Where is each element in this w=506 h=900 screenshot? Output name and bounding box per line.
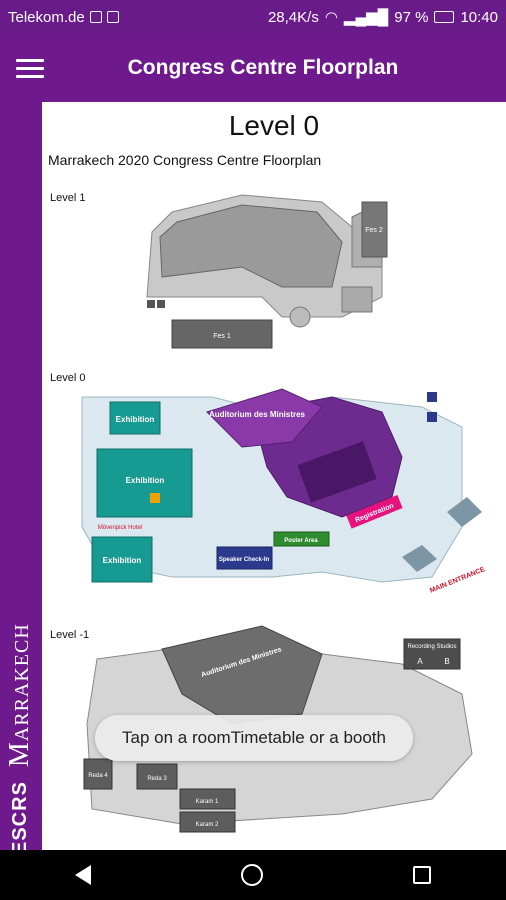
room-exhibition-3 [91, 536, 153, 583]
room-exhibition-1 [109, 401, 161, 435]
room-speaker-check-in [216, 546, 273, 570]
svg-text:Auditorium des Ministres: Auditorium des Ministres [209, 410, 306, 419]
room-reda-4 [83, 758, 113, 790]
menu-icon[interactable] [0, 34, 60, 102]
app-bar: Congress Centre Floorplan [0, 34, 506, 102]
home-icon[interactable] [241, 864, 263, 886]
level1-map: Fes 2 Fes 1 [146, 194, 388, 349]
side-banner [0, 102, 42, 850]
level0-label: Level 0 [50, 372, 86, 384]
signal-icon: ▂▄▆█ [343, 9, 389, 26]
city-logo: Marrakech [4, 623, 35, 768]
room-fes-1 [171, 319, 273, 349]
svg-text:Karam 1: Karam 1 [196, 799, 219, 805]
room-exhibition-2 [96, 448, 193, 518]
svg-text:Fes 1: Fes 1 [213, 333, 231, 340]
escrs-logo: ESCRS [8, 781, 31, 855]
room-karam-1 [179, 788, 236, 810]
level0-plan[interactable]: Level 0 Auditorium des Ministres Exhibit… [42, 367, 506, 697]
navigation-bar [0, 850, 506, 900]
svg-text:Poster Area: Poster Area [284, 538, 318, 544]
room-karam-2 [179, 811, 236, 833]
level1-label: Level 1 [50, 192, 86, 204]
notification-icon [89, 11, 102, 23]
clock: 10:40 [460, 8, 498, 26]
facebook-icon [106, 11, 119, 23]
level-minus1-label: Level -1 [50, 629, 90, 641]
side-banner-text: ESCRS Marrakech [4, 623, 36, 855]
level0-map: Auditorium des Ministres Exhibition Exhi… [81, 388, 486, 595]
room-fes-2 [361, 201, 388, 258]
battery-percent: 97 % [394, 8, 429, 26]
network-speed: 28,4K/s [267, 8, 319, 26]
svg-text:Reda 4: Reda 4 [88, 773, 108, 779]
svg-text:Exhibition: Exhibition [126, 476, 165, 485]
wifi-icon: ◠ [324, 9, 338, 26]
app-title: Congress Centre Floorplan [127, 56, 399, 79]
svg-text:Mövenpick Hotel: Mövenpick Hotel [98, 525, 142, 531]
svg-text:Exhibition: Exhibition [116, 415, 155, 424]
svg-text:Recording Studios: Recording Studios [407, 644, 456, 650]
svg-text:MAIN ENTRANCE: MAIN ENTRANCE [429, 566, 486, 595]
svg-text:Fes 2: Fes 2 [365, 227, 383, 234]
svg-text:A: A [417, 657, 423, 666]
room-reda-3 [136, 763, 178, 790]
recents-icon[interactable] [413, 866, 431, 884]
room-auditorium-level-minus1 [161, 625, 323, 725]
back-icon[interactable] [75, 865, 91, 885]
room-registration [346, 495, 403, 529]
svg-text:B: B [444, 657, 449, 666]
battery-icon [434, 11, 455, 23]
carrier-label: Telekom.de [8, 8, 85, 26]
status-bar: Telekom.de 28,4K/s ◠ ▂▄▆█ 97 % 10:40 [0, 0, 506, 34]
floorplan-content[interactable]: Level 0 Marrakech 2020 Congress Centre F… [42, 102, 506, 850]
svg-text:Exhibition: Exhibition [103, 556, 142, 565]
level1-plan[interactable]: Level 1 Fes 2 Fes 1 [42, 187, 506, 362]
room-recording-studios [403, 638, 461, 670]
page-title: Level 0 [228, 110, 320, 141]
svg-text:Reda 3: Reda 3 [147, 776, 167, 782]
room-poster-area [273, 531, 330, 547]
toast-message: Tap on a roomTimetable or a booth [95, 715, 413, 761]
svg-text:Speaker Check-In: Speaker Check-In [219, 557, 270, 563]
page-subtitle: Marrakech 2020 Congress Centre Floorplan [48, 152, 322, 168]
svg-text:Karam 2: Karam 2 [196, 822, 219, 828]
